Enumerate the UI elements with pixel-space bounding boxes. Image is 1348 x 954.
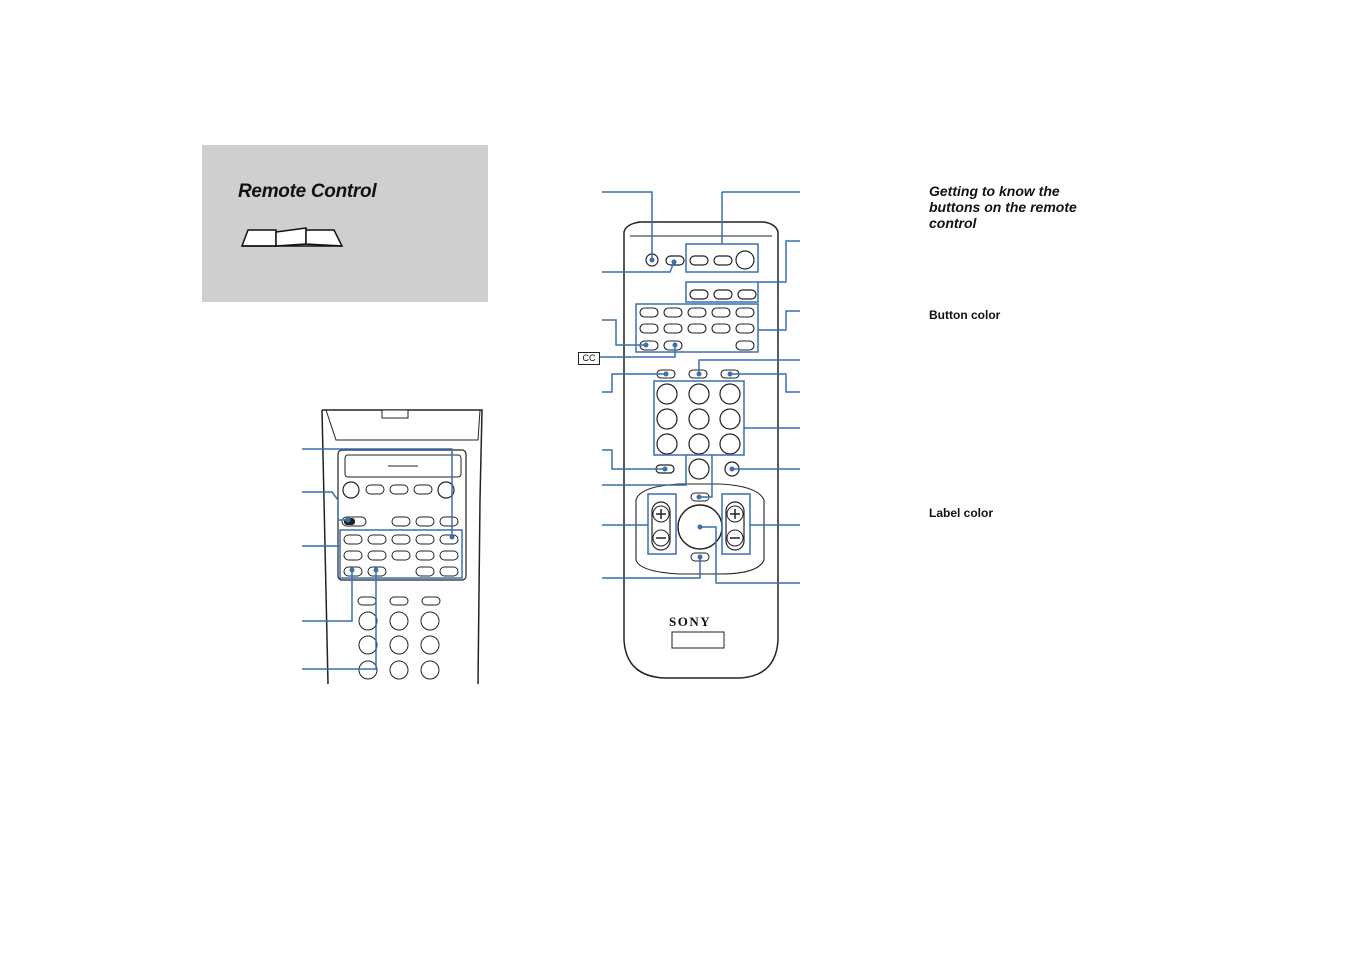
title-panel	[202, 145, 488, 302]
section-heading: Getting to know the buttons on the remot…	[929, 183, 1129, 231]
heading-line-3: control	[929, 215, 977, 231]
numeric-keypad	[655, 383, 741, 480]
cc-label: CC	[578, 352, 600, 365]
label-color-label: Label color	[929, 506, 994, 520]
open-book-icon	[240, 227, 344, 247]
page-title: Remote Control	[238, 181, 377, 202]
heading-line-2: buttons on the remote	[929, 199, 1077, 215]
heading-line-1: Getting to know the	[929, 183, 1060, 199]
button-color-label: Button color	[929, 308, 1001, 322]
brand-logo: SONY	[669, 614, 712, 629]
